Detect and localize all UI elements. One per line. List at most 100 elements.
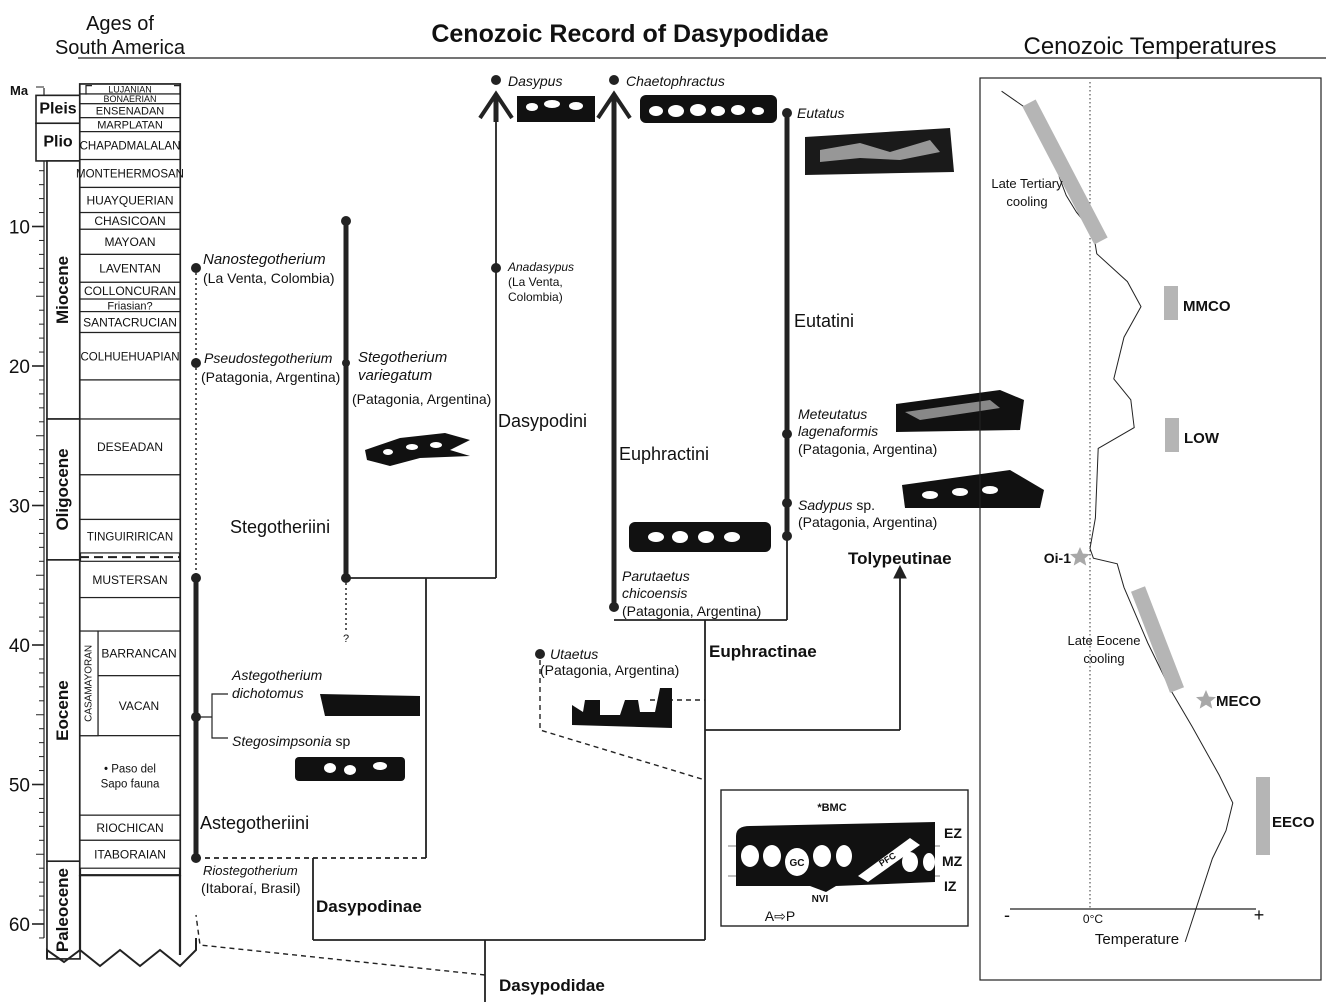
dot-stegotherium-variegatum [342, 359, 350, 367]
euphractini-arrowhead [596, 90, 632, 120]
salma-deseadan [79, 418, 181, 476]
tree-utaetus-dashed [539, 660, 706, 781]
tolypeutinae-arrowhead [893, 564, 907, 579]
label-utaetus: Utaetus [550, 646, 598, 662]
osteoderm-stegotherium [365, 433, 470, 466]
salma-blank [79, 474, 181, 521]
clade-euphractinae: Euphractinae [709, 642, 817, 661]
label-nanostegotherium-locality: (La Venta, Colombia) [203, 270, 335, 286]
osteoderm-inset: *BMC EZ MZ IZ GC PFC NVI A⇨P [720, 789, 969, 927]
epoch-oligocene [46, 418, 81, 561]
salma-label-riochican: RIOCHICAN [96, 821, 163, 835]
salma-montehermosan [79, 158, 181, 189]
figure-title: Cenozoic Record of Dasypodidae [431, 20, 828, 48]
taxon-dots [191, 75, 792, 863]
label-parutaetus-locality: (Patagonia, Argentina) [622, 603, 761, 619]
dot-parutaetus [609, 602, 619, 612]
axis-tick-label: 30 [9, 497, 30, 518]
temperature-curve [1001, 90, 1234, 943]
stratigraphic-column: PleisPlioMioceneOligoceneEocenePaleocene… [35, 83, 197, 968]
osteoderm-sadypus [902, 470, 1044, 508]
meco-star-icon [1196, 690, 1216, 709]
label-chaetophractus: Chaetophractus [626, 73, 725, 89]
inset-foramina [741, 838, 935, 882]
salma-label-mustersan: MUSTERSAN [92, 573, 167, 587]
cooling-bars [1022, 99, 1184, 693]
label-anadasypus-locality1: (La Venta, [508, 275, 563, 289]
label-eutatus: Eutatus [797, 105, 844, 121]
epoch-label-oligocene: Oligocene [53, 448, 72, 530]
label-dichotomus: dichotomus [232, 685, 304, 701]
salma-label-chapadmalalan: CHAPADMALALAN [80, 141, 181, 153]
label-stegotherium: Stegotherium [358, 349, 447, 366]
label-sadypus-locality: (Patagonia, Argentina) [798, 514, 937, 530]
salma-label-colhuehuapian: COLHUEHUAPIAN [80, 351, 179, 363]
clade-stegotheriini: Stegotheriini [230, 517, 330, 537]
label-stegotherium-locality: (Patagonia, Argentina) [352, 391, 491, 407]
late-eocene-label-2: cooling [1083, 651, 1124, 666]
label-pseudostegotherium: Pseudostegotherium [204, 350, 333, 366]
salma-casamayoran [79, 630, 99, 737]
osteoderm-stegosimpsonia [295, 757, 405, 781]
salma-label-vacan: VACAN [119, 699, 159, 713]
label-pseudostegotherium-locality: (Patagonia, Argentina) [201, 369, 340, 385]
temperature-axis-label: Temperature [1095, 931, 1179, 948]
late-tertiary-label-1: Late Tertiary [991, 176, 1063, 191]
dot-riostegotherium [191, 853, 201, 863]
label-chicoensis: chicoensis [622, 585, 687, 601]
clade-dasypodidae: Dasypodidae [499, 976, 605, 995]
temperature-zero-label: 0°C [1083, 912, 1103, 926]
sa-header-line2: South America [55, 37, 186, 59]
salma-label-friasian: Friasian? [107, 300, 152, 312]
label-riostegotherium: Riostegotherium [203, 863, 298, 878]
salma-vacan [97, 675, 181, 737]
label-riostegotherium-locality: (Itaboraí, Brasil) [201, 880, 301, 896]
dot-dasypus [491, 75, 501, 85]
osteoderm-utaetus [572, 688, 672, 728]
clade-euphractini: Euphractini [619, 444, 709, 464]
late-tertiary-label-2: cooling [1006, 194, 1047, 209]
osteoderm-eutatus [805, 128, 954, 175]
inset-mz: MZ [942, 853, 963, 869]
osteoderm-dasypus [517, 96, 595, 122]
label-anadasypus: Anadasypus [507, 260, 574, 274]
clade-astegotheriini: Astegotheriini [200, 813, 309, 833]
salma-label-laventan: LAVENTAN [99, 262, 161, 276]
temperature-frame [979, 77, 1322, 981]
salma-label-santacrucian: SANTACRUCIAN [83, 315, 177, 329]
lineage-arrows [478, 90, 907, 579]
label-meteutatus: Meteutatus [798, 406, 867, 422]
label-lagenaformis: lagenaformis [798, 423, 878, 439]
salma-huayquerian [79, 186, 181, 214]
clade-labels: Stegotheriini Dasypodini Euphractini Eut… [200, 311, 952, 995]
oi1-star-icon [1070, 547, 1090, 566]
clade-dasypodinae: Dasypodinae [316, 897, 422, 916]
salma-label-ensenadan: ENSENADAN [96, 106, 165, 118]
salma-itaboraian [79, 839, 181, 869]
clade-dasypodini: Dasypodini [498, 411, 587, 431]
phylogeny-tree [195, 122, 901, 1002]
salma-riochican [79, 814, 181, 841]
inset-nvi: NVI [812, 894, 829, 905]
inset-osteoderm [736, 822, 935, 892]
temperature-panel: - + 0°C Temperature Late Tertiary coolin… [979, 77, 1322, 981]
label-nanostegotherium: Nanostegotherium [203, 251, 326, 268]
dot-chaetophractus [609, 75, 619, 85]
salma-chapadmalalan [79, 131, 181, 161]
label-anadasypus-locality2: Colombia) [508, 290, 563, 304]
epoch-label-eocene: Eocene [53, 680, 72, 740]
tree-root-dashed-to-column [195, 914, 486, 976]
osteoderm-drawings [295, 95, 1044, 781]
oi1-label: Oi-1 [1044, 550, 1071, 566]
temperature-plus: + [1254, 905, 1265, 925]
salma-mustersan [79, 560, 181, 599]
late-eocene-cooling-bar [1131, 586, 1184, 693]
salma-label-bonaerian: BONAERIAN [103, 94, 156, 104]
late-tertiary-cooling-bar [1022, 99, 1108, 245]
salma-label-chasicoan: CHASICOAN [94, 214, 165, 228]
dot-meteutatus [782, 429, 792, 439]
epoch-eocene [46, 559, 81, 863]
axis-tick-label: 60 [9, 915, 30, 936]
